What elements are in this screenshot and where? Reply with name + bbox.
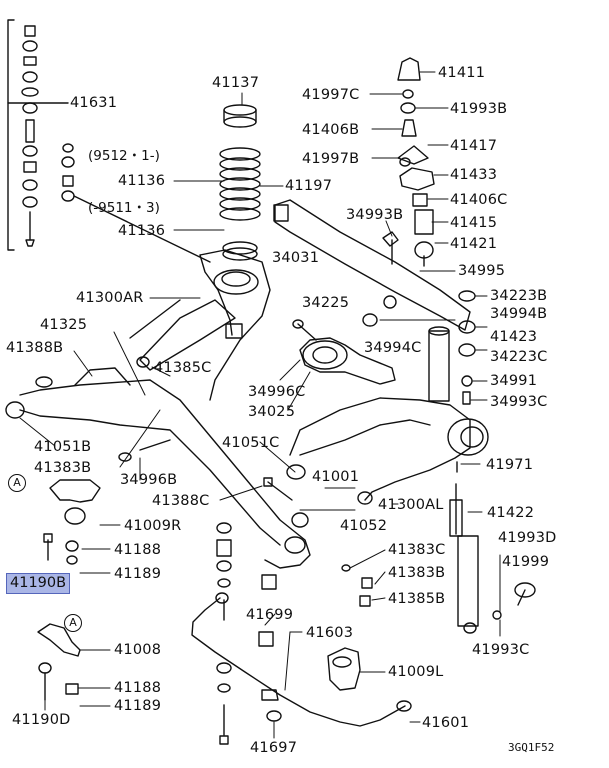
label-41422[interactable]: 41422 xyxy=(487,505,535,521)
drawing-code: 3GQ1F52 xyxy=(508,741,555,754)
kit-parts-stack xyxy=(21,25,39,247)
label-34993b[interactable]: 34993B xyxy=(346,207,404,223)
label-41052[interactable]: 41052 xyxy=(340,518,388,534)
note-date-to: (-9511・3) xyxy=(88,200,160,216)
bump-stop-right xyxy=(43,479,101,565)
label-41385b[interactable]: 41385B xyxy=(388,591,446,607)
kit-bracket xyxy=(7,19,69,251)
label-41601[interactable]: 41601 xyxy=(422,715,470,731)
label-34025[interactable]: 34025 xyxy=(248,404,296,420)
label-41697[interactable]: 41697 xyxy=(250,740,298,756)
label-34996b[interactable]: 34996B xyxy=(120,472,178,488)
label-41993c[interactable]: 41993C xyxy=(472,642,530,658)
label-41415[interactable]: 41415 xyxy=(450,215,498,231)
callout-a-left: A xyxy=(8,474,26,492)
label-41189-lower[interactable]: 41189 xyxy=(114,698,162,714)
label-41999[interactable]: 41999 xyxy=(502,554,550,570)
label-41137[interactable]: 41137 xyxy=(212,75,260,91)
leader-lines xyxy=(19,71,501,739)
diff-mount xyxy=(292,319,396,385)
label-34223c[interactable]: 34223C xyxy=(490,349,548,365)
lower-links xyxy=(5,367,311,590)
label-41433[interactable]: 41433 xyxy=(450,167,498,183)
label-41406b[interactable]: 41406B xyxy=(302,122,360,138)
label-41993d[interactable]: 41993D xyxy=(498,530,557,546)
stabilizer-link xyxy=(216,599,232,745)
label-34996c[interactable]: 34996C xyxy=(248,384,306,400)
label-34991[interactable]: 34991 xyxy=(490,373,538,389)
label-41051b[interactable]: 41051B xyxy=(34,439,92,455)
label-41300al[interactable]: 41300AL xyxy=(378,497,444,513)
label-41190b-highlighted[interactable]: 41190B xyxy=(6,573,71,594)
label-41008[interactable]: 41008 xyxy=(114,642,162,658)
crossmember xyxy=(273,199,471,331)
label-41406c[interactable]: 41406C xyxy=(450,192,508,208)
label-41388b[interactable]: 41388B xyxy=(6,340,64,356)
label-41997c[interactable]: 41997C xyxy=(302,87,360,103)
label-34994c[interactable]: 34994C xyxy=(364,340,422,356)
label-41385c[interactable]: 41385C xyxy=(154,360,212,376)
label-41001[interactable]: 41001 xyxy=(312,469,360,485)
date-coded-parts xyxy=(61,143,211,263)
bracket-41008 xyxy=(37,619,81,701)
label-41383b-upper[interactable]: 41383B xyxy=(34,460,92,476)
label-41383b-lower[interactable]: 41383B xyxy=(388,565,446,581)
label-41417[interactable]: 41417 xyxy=(450,138,498,154)
label-41997b[interactable]: 41997B xyxy=(302,151,360,167)
label-41411[interactable]: 41411 xyxy=(438,65,486,81)
label-41188-lower[interactable]: 41188 xyxy=(114,680,162,696)
note-date-from: (9512・1-) xyxy=(88,148,160,164)
label-41051c[interactable]: 41051C xyxy=(222,435,280,451)
label-41699[interactable]: 41699 xyxy=(246,607,294,623)
label-41188-upper[interactable]: 41188 xyxy=(114,542,162,558)
label-41325[interactable]: 41325 xyxy=(40,317,88,333)
label-34993c[interactable]: 34993C xyxy=(490,394,548,410)
shock-mount-parts xyxy=(382,57,435,267)
rear-arm-right xyxy=(129,249,271,401)
label-41383c[interactable]: 41383C xyxy=(388,542,446,558)
label-41197[interactable]: 41197 xyxy=(285,178,333,194)
label-41388c[interactable]: 41388C xyxy=(152,493,210,509)
label-34031[interactable]: 34031 xyxy=(272,250,320,266)
label-41603[interactable]: 41603 xyxy=(306,625,354,641)
label-41189-upper[interactable]: 41189 xyxy=(114,566,162,582)
bump-stop-left xyxy=(327,647,361,691)
shock-absorber xyxy=(449,461,536,634)
center-column-parts xyxy=(216,464,373,607)
label-41136-lower[interactable]: 41136 xyxy=(118,223,166,239)
callout-a-bracket: A xyxy=(64,614,82,632)
coil-spring xyxy=(219,104,261,261)
stabilizer-bar xyxy=(191,592,412,727)
label-34223b[interactable]: 34223B xyxy=(490,288,548,304)
label-41421[interactable]: 41421 xyxy=(450,236,498,252)
label-41009r[interactable]: 41009R xyxy=(124,518,182,534)
label-41009l[interactable]: 41009L xyxy=(388,664,444,680)
label-41631[interactable]: 41631 xyxy=(70,95,118,111)
label-34995[interactable]: 34995 xyxy=(458,263,506,279)
label-34994b[interactable]: 34994B xyxy=(490,306,548,322)
bushings-right xyxy=(362,290,476,405)
label-41993b-top[interactable]: 41993B xyxy=(450,101,508,117)
label-41190d[interactable]: 41190D xyxy=(12,712,71,728)
rear-arm-left xyxy=(289,397,489,505)
label-41423[interactable]: 41423 xyxy=(490,329,538,345)
label-41971[interactable]: 41971 xyxy=(486,457,534,473)
label-41136-upper[interactable]: 41136 xyxy=(118,173,166,189)
label-41300ar[interactable]: 41300AR xyxy=(76,290,144,306)
label-34225[interactable]: 34225 xyxy=(302,295,350,311)
